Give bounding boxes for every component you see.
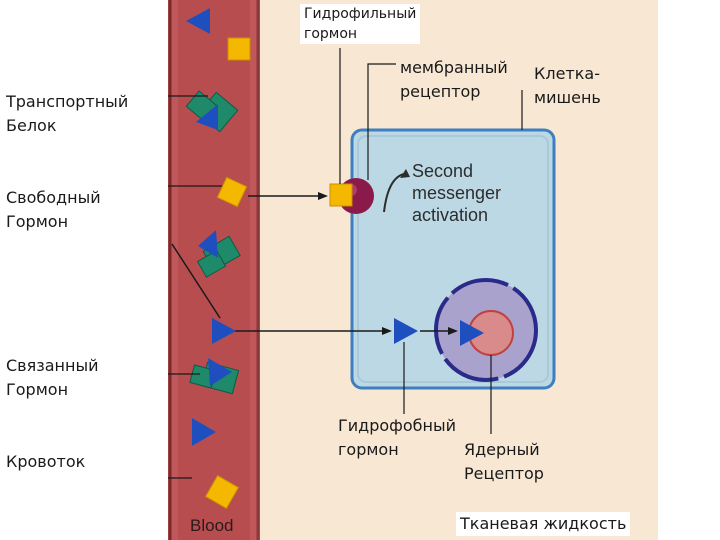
label-bound-hormone: Связанный Гормон (6, 356, 99, 399)
nucleus-arrowhead (448, 327, 458, 335)
label-transport-protein: Транспортный Белок (6, 92, 129, 135)
target-cell-inner-border (357, 135, 549, 383)
entry-arrowhead (382, 327, 392, 335)
label-hydrophilic-hormone: Гидрофильный гормон (300, 4, 421, 44)
hydrophilic-hormone-bound (329, 183, 353, 207)
second-messenger-label: Second messenger activation (412, 161, 502, 225)
label-membrane-receptor: мембранный рецептор (396, 56, 512, 104)
bound-triangle-1 (196, 104, 218, 130)
carrier-complex-3 (189, 361, 240, 395)
leader-membrane-receptor (367, 63, 398, 180)
label-free-hormone: Свободный Гормон (6, 188, 101, 231)
second-messenger-arrowhead (400, 169, 410, 178)
triangle-hormone-1 (186, 8, 210, 34)
label-target-cell: Клетка- мишень (530, 62, 605, 110)
label-hydrophobic-hormone: Гидрофобный гормон (334, 414, 460, 462)
white-margin (658, 0, 720, 540)
free-hormone-arrowhead (318, 192, 328, 200)
triangle-hormone-3 (192, 418, 216, 446)
square-hormone-1 (227, 37, 251, 61)
label-nuclear-receptor: Ядерный Рецептор (460, 438, 548, 486)
label-tissue-fluid: Тканевая жидкость (456, 512, 631, 536)
second-messenger-arrow (383, 173, 405, 213)
bound-triangle-2 (198, 230, 218, 258)
hydrophobic-hormone-cytoplasm (394, 318, 418, 344)
blood-label: Blood (190, 516, 234, 535)
bound-triangle-3 (208, 358, 232, 386)
label-bloodstream: Кровоток (6, 452, 86, 471)
square-hormone-3 (204, 474, 240, 510)
square-hormone-2 (216, 176, 248, 208)
hydrophobic-hormone-nucleus (460, 320, 484, 346)
triangle-hormone-free (212, 318, 236, 344)
release-arrow (171, 243, 221, 319)
